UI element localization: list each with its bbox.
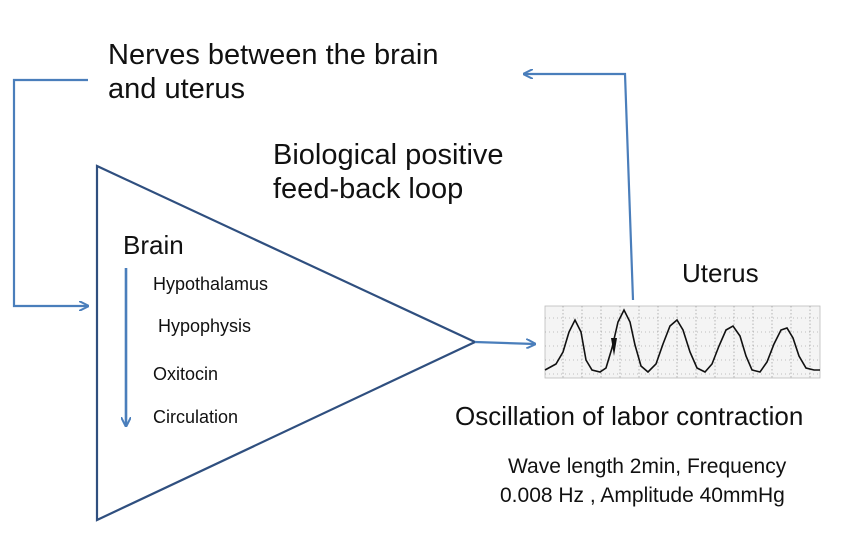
- wave-info-line2: 0.008 Hz , Amplitude 40mmHg: [500, 483, 785, 507]
- trace-marker-icon: [611, 338, 617, 356]
- wave-info-line1: Wave length 2min, Frequency: [508, 455, 787, 478]
- loop-label-line1: Biological positive: [273, 139, 504, 171]
- brain-to-uterus-arrow: [474, 342, 535, 344]
- step-hypothalamus: Hypothalamus: [153, 274, 269, 294]
- nerves-label-line2: and uterus: [108, 73, 246, 106]
- brain-label: Brain: [123, 230, 184, 260]
- contraction-trace: [544, 305, 821, 379]
- oscillation-label: Oscillation of labor contraction: [455, 401, 804, 431]
- uterus-feedback-arrow: [524, 74, 635, 301]
- nerves-label-line1: Nerves between the brain: [108, 39, 439, 71]
- nerve-input-arrow: [12, 78, 88, 306]
- loop-label-line2: feed-back loop: [273, 173, 464, 206]
- wave-info: Wave length 2min, Frequency 0.008 Hz , A…: [500, 455, 787, 509]
- trace-paper: [544, 305, 821, 379]
- step-oxitocin: Oxitocin: [153, 364, 219, 384]
- trace-line: [544, 308, 820, 374]
- uterus-label: Uterus: [682, 258, 759, 288]
- nerves-label: Nerves between the brain and uterus: [108, 38, 438, 106]
- brain-triangle: [95, 164, 478, 522]
- loop-label: Biological positive feed-back loop: [273, 138, 504, 206]
- step-hypophysis: Hypophysis: [158, 316, 252, 336]
- step-circulation: Circulation: [153, 407, 239, 427]
